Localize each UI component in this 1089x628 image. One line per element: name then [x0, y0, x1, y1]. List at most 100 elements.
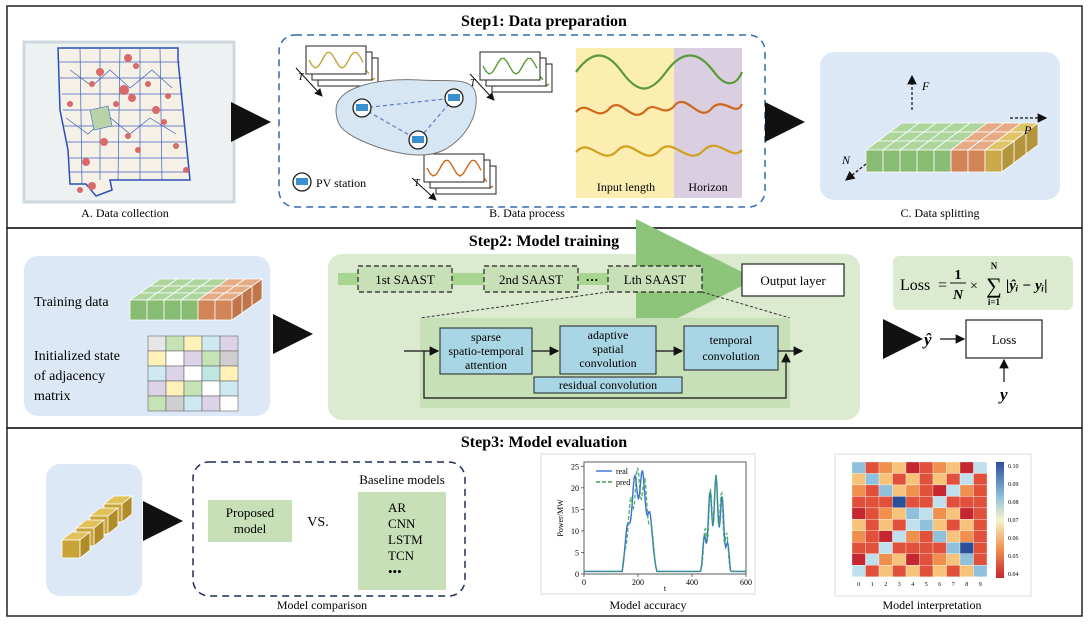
- loss-eq: =: [938, 277, 947, 294]
- caption-data-process: B. Data process: [489, 206, 565, 220]
- colorbar-tick: 0.06: [1008, 536, 1019, 542]
- vs-label: VS.: [307, 515, 328, 530]
- axis-t-label: T: [414, 178, 421, 189]
- accuracy-legend: real pred: [596, 467, 630, 487]
- series-stack-bottom: T: [411, 153, 497, 201]
- heatmap-x-tick: 5: [925, 582, 928, 588]
- axis-t-label: T: [470, 78, 477, 89]
- accuracy-xlabel: t: [664, 584, 667, 593]
- heatmap-x-tick: 0: [857, 582, 860, 588]
- init-state-line1: Initialized state: [34, 349, 120, 364]
- baseline-item: AR: [388, 500, 406, 515]
- caption-model-interpretation: Model interpretation: [883, 598, 982, 612]
- loss-den: N: [952, 288, 964, 303]
- series-stack-top-right: T: [469, 51, 553, 101]
- residual-path: [423, 351, 791, 399]
- proposed-model-box: Proposed model: [208, 500, 292, 542]
- baseline-item: LSTM: [388, 532, 423, 547]
- data-cube: [864, 122, 1040, 173]
- loss-sum-top: N: [991, 261, 998, 271]
- loss-body: |ŷᵢ − yᵢ|: [1006, 278, 1048, 294]
- axis-p-label: P: [1023, 123, 1032, 137]
- heatmap-x-tick: 3: [898, 582, 901, 588]
- y-label: y: [998, 385, 1008, 404]
- training-data-label: Training data: [34, 295, 109, 310]
- colorbar-tick: 0.04: [1008, 572, 1019, 578]
- sparse-line2: spatio-temporal: [448, 344, 524, 358]
- step1-title: Step1: Data preparation: [461, 13, 627, 30]
- baseline-models-box: [358, 492, 446, 590]
- saast-2-label: 2nd SAAST: [499, 272, 563, 287]
- alabama-map: [22, 40, 236, 204]
- y-tick-label: 5: [575, 548, 579, 557]
- heatmap-x-tick: 6: [938, 582, 941, 588]
- loss-formula: Loss = 1 N × N ∑ i=1 |ŷᵢ − yᵢ|: [893, 256, 1073, 310]
- axis-f-label: F: [921, 79, 930, 93]
- caption-data-collection: A. Data collection: [81, 206, 169, 220]
- y-tick-label: 25: [571, 462, 579, 471]
- init-state-line3: matrix: [34, 389, 71, 404]
- comparison-box: [192, 461, 466, 597]
- loss-sum-bottom: i=1: [988, 297, 1001, 307]
- x-tick-label: 600: [740, 578, 752, 587]
- init-state-line2: of adjacency: [34, 369, 105, 384]
- pv-station-label: PV station: [316, 176, 366, 190]
- output-layer-block: Output layer: [741, 263, 845, 297]
- legend-pred: pred: [616, 478, 630, 487]
- step3-frame: [6, 427, 1083, 617]
- training-data-cube: [128, 278, 264, 321]
- baseline-item: CNN: [388, 516, 416, 531]
- axis-t-label: T: [298, 72, 305, 83]
- y-tick-label: 0: [575, 570, 579, 579]
- heatmap-x-tick: 9: [979, 582, 982, 588]
- saast-block-2: 2nd SAAST: [483, 265, 579, 293]
- saast-dots: ···: [585, 272, 598, 287]
- step3-title: Step3: Model evaluation: [461, 434, 627, 451]
- x-tick-label: 400: [686, 578, 698, 587]
- adjacency-matrix: [147, 335, 239, 412]
- loss-sum: ∑: [986, 273, 1002, 298]
- pv-station-legend: PV station: [292, 172, 366, 192]
- y-hat-label: ŷ: [922, 330, 932, 349]
- proposed-line2: model: [234, 521, 267, 536]
- legend-real: real: [616, 467, 629, 476]
- proposed-line1: Proposed: [226, 505, 275, 520]
- sparse-attention-block: sparse spatio-temporal attention: [439, 327, 533, 375]
- sparse-line1: sparse: [471, 330, 501, 344]
- colorbar-tick: 0.08: [1008, 500, 1019, 506]
- sparse-line3: attention: [465, 358, 507, 372]
- x-tick-label: 200: [632, 578, 644, 587]
- horizon-label: Horizon: [688, 180, 727, 194]
- caption-model-comparison: Model comparison: [277, 598, 367, 612]
- heatmap-x-tick: 8: [965, 582, 968, 588]
- loss-times: ×: [970, 279, 978, 294]
- y-tick-label: 20: [571, 484, 579, 493]
- baseline-item: TCN: [388, 548, 415, 563]
- loss-num: 1: [955, 268, 962, 283]
- series-stack-top-left: T: [295, 45, 379, 97]
- y-tick-label: 10: [571, 527, 579, 536]
- saast-block-1: 1st SAAST: [357, 265, 453, 293]
- heatmap-x-tick: 2: [884, 582, 887, 588]
- input-length-label: Input length: [597, 180, 655, 194]
- series-line-pred: [584, 467, 746, 573]
- colorbar-tick: 0.09: [1008, 482, 1019, 488]
- test-data-cube: [60, 495, 134, 559]
- step2-title: Step2: Model training: [469, 233, 619, 250]
- cube-axes: F P N: [841, 74, 1048, 181]
- x-tick-label: 0: [582, 578, 586, 587]
- adaptive-line2: spatial: [592, 342, 624, 356]
- pv-node-icon: [408, 130, 428, 150]
- heatmap-x-tick: 1: [871, 582, 874, 588]
- colorbar-tick: 0.07: [1008, 518, 1019, 524]
- pv-node-icon: [444, 88, 464, 108]
- loss-lhs: Loss: [900, 277, 930, 294]
- saast-1-label: 1st SAAST: [375, 272, 435, 287]
- output-layer-label: Output layer: [760, 273, 826, 288]
- saast-block-l: Lth SAAST: [607, 265, 703, 293]
- heatmap-x-tick: 4: [911, 582, 914, 588]
- expand-line-left: [419, 291, 609, 319]
